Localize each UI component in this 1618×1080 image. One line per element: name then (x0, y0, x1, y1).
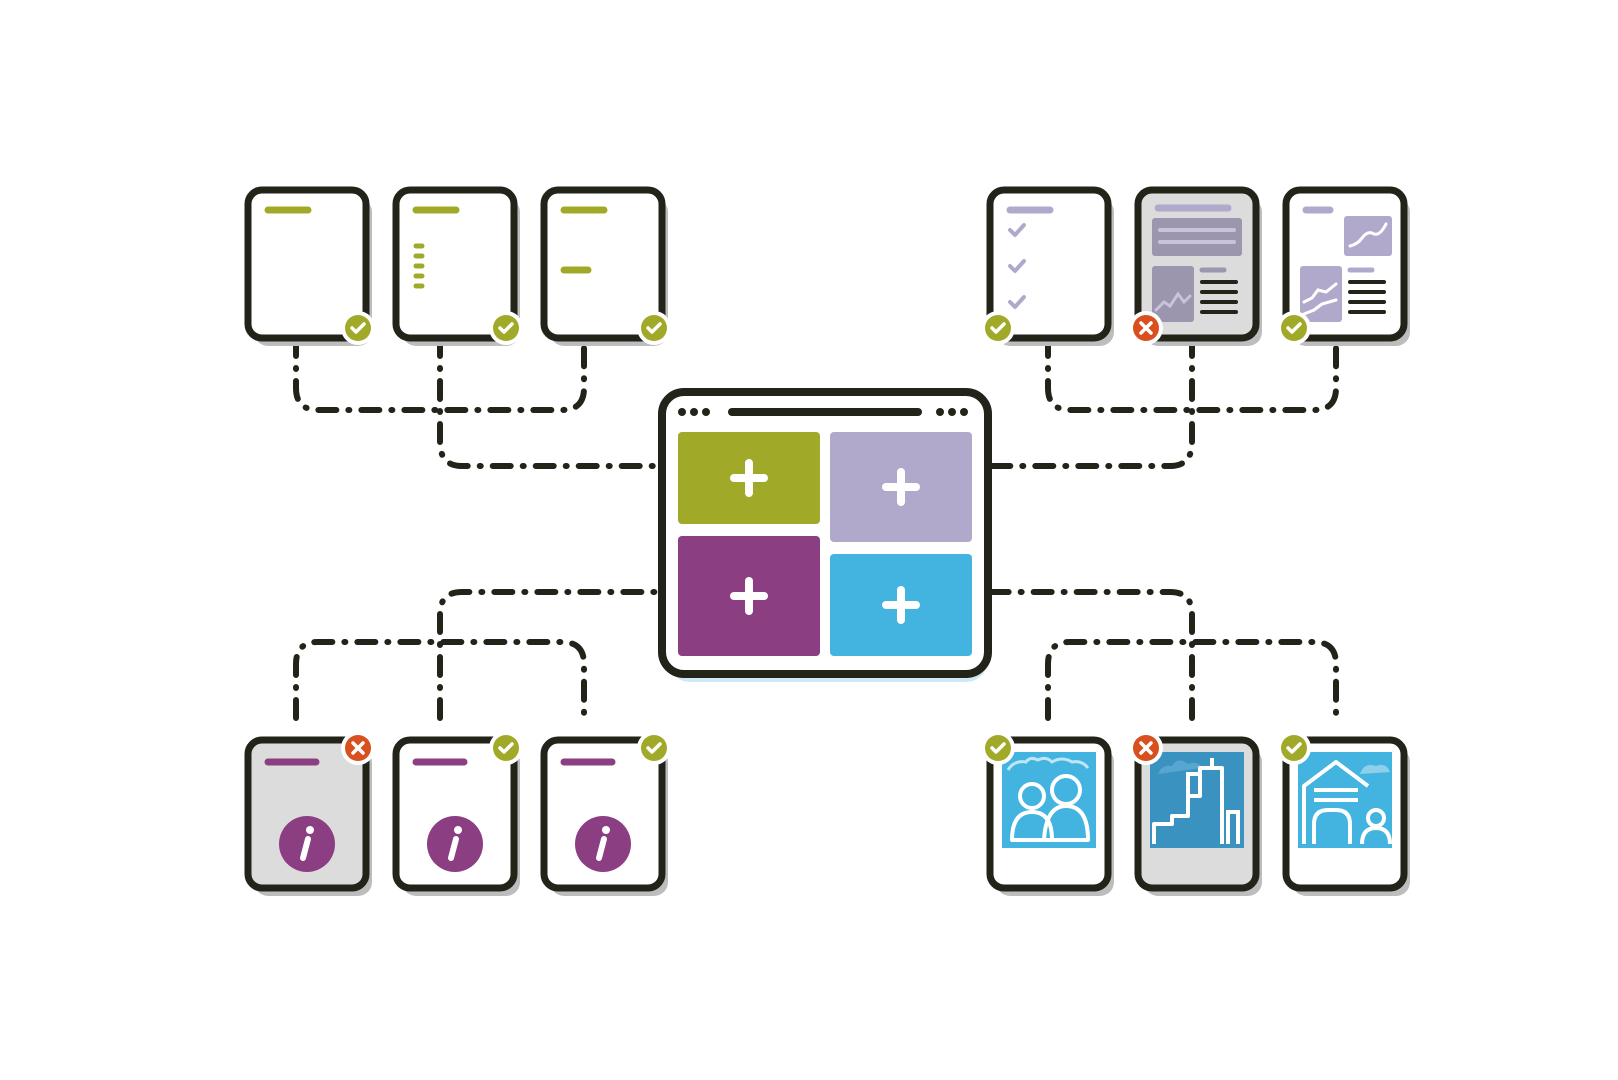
document-card (1277, 186, 1410, 346)
plus-icon (882, 586, 920, 624)
chart-panel (1152, 266, 1194, 322)
window-dot-icon (960, 408, 968, 416)
line-chart-icon (1302, 282, 1338, 304)
window-dot-icon (948, 408, 956, 416)
summary-panel (1152, 218, 1242, 256)
document-card (1129, 731, 1262, 896)
chart-panel (1344, 216, 1392, 256)
card-frame (244, 736, 370, 892)
rejected-x-icon (1129, 311, 1163, 345)
photo-frame (1002, 752, 1096, 848)
connector-line (983, 589, 1195, 721)
plus-icon (730, 577, 768, 615)
connector-line (983, 335, 1195, 469)
connector-lines (293, 335, 1339, 721)
document-card (981, 731, 1114, 896)
document-card (981, 186, 1114, 346)
approved-check-icon (981, 311, 1015, 345)
approved-check-icon (489, 311, 523, 345)
card-frame (540, 736, 666, 892)
card-group-image-documents (981, 731, 1410, 896)
approved-check-icon (637, 311, 671, 345)
approved-check-icon (637, 731, 671, 765)
connector-line (293, 335, 587, 413)
people-icon (1010, 774, 1090, 842)
card-group-info-documents (244, 731, 671, 896)
info-icon (279, 816, 335, 872)
hub-tile-lavender (830, 432, 972, 542)
window-dot-icon (936, 408, 944, 416)
approved-check-icon (981, 731, 1015, 765)
window-dot-icon (690, 408, 698, 416)
plus-icon (882, 468, 920, 506)
approved-check-icon (1277, 311, 1311, 345)
building-icon (1152, 758, 1240, 844)
document-card (244, 186, 375, 346)
info-icon (575, 816, 631, 872)
card-group-text-documents (244, 186, 671, 346)
hub-tile-blue (830, 554, 972, 656)
line-chart-icon (1348, 222, 1388, 248)
rejected-x-icon (341, 731, 375, 765)
connector-line (1045, 335, 1339, 413)
hub-browser-window (658, 388, 992, 682)
check-icon (1008, 295, 1026, 309)
card-frame (392, 736, 518, 892)
card-frame (392, 186, 518, 342)
card-group-chart-documents (981, 186, 1410, 346)
connector-line (437, 589, 665, 721)
document-card (540, 731, 671, 896)
card-frame (244, 186, 370, 342)
document-card (392, 186, 523, 346)
approved-check-icon (341, 311, 375, 345)
check-icon (1008, 259, 1026, 273)
chart-panel (1300, 266, 1342, 322)
document-card (244, 731, 375, 896)
connector-line (293, 639, 587, 721)
document-card (1277, 731, 1410, 896)
plus-icon (730, 459, 768, 497)
document-card (540, 186, 671, 346)
document-card (1129, 186, 1262, 346)
approved-check-icon (489, 731, 523, 765)
hub-tile-green (678, 432, 820, 524)
document-card (392, 731, 523, 896)
line-chart-icon (1154, 291, 1192, 312)
window-dot-icon (678, 408, 686, 416)
hub-tile-purple (678, 536, 820, 656)
rejected-x-icon (1129, 731, 1163, 765)
info-icon (427, 816, 483, 872)
approved-check-icon (1277, 731, 1311, 765)
card-frame (540, 186, 666, 342)
check-icon (1008, 223, 1026, 237)
document-cards (244, 186, 1410, 896)
house-icon (1302, 760, 1392, 845)
connector-line (437, 335, 665, 469)
connector-line (1045, 639, 1339, 721)
window-dot-icon (702, 408, 710, 416)
